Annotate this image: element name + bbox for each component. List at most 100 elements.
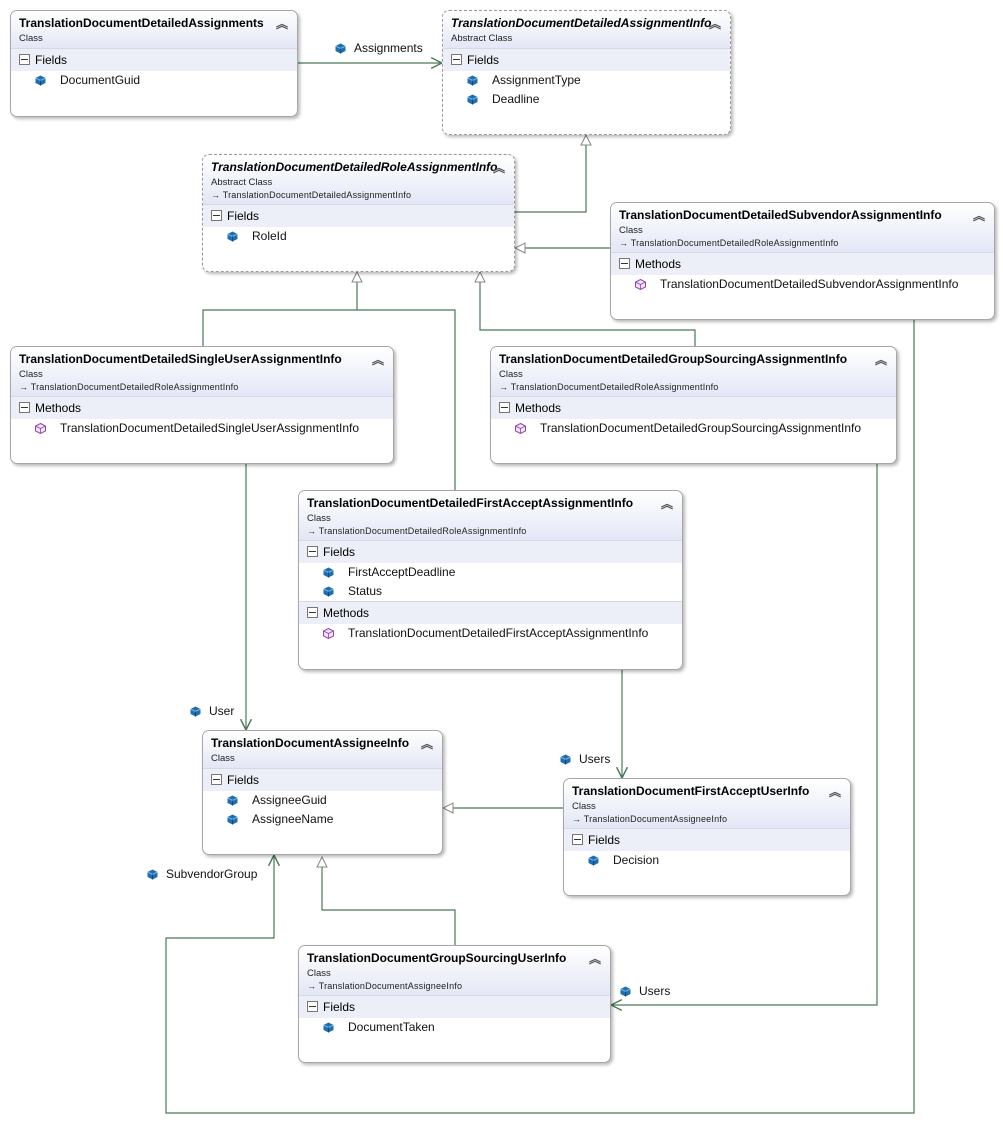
fields-section-header[interactable]: Fields xyxy=(299,540,682,563)
collapse-chevron-icon[interactable]: ︽ xyxy=(588,952,601,966)
section-title: Fields xyxy=(227,209,260,223)
class-header[interactable]: TranslationDocumentDetailedAssignmentInf… xyxy=(443,11,730,48)
class-header[interactable]: TranslationDocumentDetailedRoleAssignmen… xyxy=(203,155,514,204)
field-item[interactable]: RoleId xyxy=(203,227,514,246)
fields-section-header[interactable]: Fields xyxy=(564,828,850,851)
collapse-chevron-icon[interactable]: ︽ xyxy=(420,737,433,751)
class-box-group-sourcing-user-info[interactable]: TranslationDocumentGroupSourcingUserInfo… xyxy=(298,945,611,1063)
fields-section-header[interactable]: Fields xyxy=(203,204,514,227)
field-item[interactable]: Deadline xyxy=(443,90,730,109)
field-item[interactable]: Status xyxy=(299,582,682,601)
field-item[interactable]: AssignmentType xyxy=(443,71,730,90)
class-box-group-sourcing-assignment-info[interactable]: TranslationDocumentDetailedGroupSourcing… xyxy=(490,346,897,464)
collapse-toggle-icon[interactable] xyxy=(307,607,318,618)
association-name: Users xyxy=(639,984,671,998)
section-title: Methods xyxy=(35,401,82,415)
association-label-users-group-sourcing: Users xyxy=(620,984,670,1000)
class-box-assignment-info[interactable]: TranslationDocumentDetailedAssignmentInf… xyxy=(442,10,731,135)
class-kind: Class xyxy=(211,753,235,764)
class-name: TranslationDocumentAssigneeInfo xyxy=(211,736,410,750)
class-header[interactable]: TranslationDocumentDetailedGroupSourcing… xyxy=(491,347,896,396)
collapse-toggle-icon[interactable] xyxy=(307,1001,318,1012)
methods-section-header[interactable]: Methods xyxy=(611,252,994,275)
fields-section-header[interactable]: Fields xyxy=(443,48,730,71)
class-box-role-assignment-info[interactable]: TranslationDocumentDetailedRoleAssignmen… xyxy=(202,154,515,272)
class-box-single-user-assignment-info[interactable]: TranslationDocumentDetailedSingleUserAss… xyxy=(10,346,394,464)
class-header[interactable]: TranslationDocumentDetailedSubvendorAssi… xyxy=(611,203,994,252)
method-item[interactable]: TranslationDocumentDetailedSubvendorAssi… xyxy=(611,275,994,294)
class-header[interactable]: TranslationDocumentDetailedFirstAcceptAs… xyxy=(299,491,682,540)
inherit-group-sourcing-user-to-assignee-line xyxy=(322,857,456,945)
collapse-toggle-icon[interactable] xyxy=(19,402,30,413)
method-icon xyxy=(515,421,526,440)
class-kind: Class xyxy=(499,369,523,380)
class-kind: Class xyxy=(19,369,43,380)
class-header[interactable]: TranslationDocumentGroupSourcingUserInfo… xyxy=(299,946,610,995)
field-name: Deadline xyxy=(492,92,540,106)
field-icon xyxy=(323,565,334,584)
class-header[interactable]: TranslationDocumentAssigneeInfo Class ︽ xyxy=(203,731,442,768)
method-item[interactable]: TranslationDocumentDetailedGroupSourcing… xyxy=(491,419,896,438)
collapse-chevron-icon[interactable]: ︽ xyxy=(828,785,841,799)
field-name: DocumentGuid xyxy=(60,73,141,87)
fields-section-header[interactable]: Fields xyxy=(11,48,297,71)
collapse-chevron-icon[interactable]: ︽ xyxy=(371,353,384,367)
method-icon xyxy=(635,277,646,296)
class-header[interactable]: TranslationDocumentDetailedSingleUserAss… xyxy=(11,347,393,396)
methods-section-header[interactable]: Methods xyxy=(299,601,682,624)
class-kind: Abstract Class xyxy=(211,177,273,188)
method-item[interactable]: TranslationDocumentDetailedFirstAcceptAs… xyxy=(299,624,682,643)
method-item[interactable]: TranslationDocumentDetailedSingleUserAss… xyxy=(11,419,393,438)
method-icon xyxy=(35,421,46,440)
collapse-chevron-icon[interactable]: ︽ xyxy=(275,17,288,31)
class-header[interactable]: TranslationDocumentDetailedAssignments C… xyxy=(11,11,297,48)
field-icon xyxy=(323,1020,334,1039)
class-kind: Abstract Class xyxy=(451,33,513,44)
collapse-toggle-icon[interactable] xyxy=(619,258,630,269)
field-name: FirstAcceptDeadline xyxy=(348,565,456,579)
collapse-chevron-icon[interactable]: ︽ xyxy=(972,209,985,223)
class-box-first-accept-assignment-info[interactable]: TranslationDocumentDetailedFirstAcceptAs… xyxy=(298,490,683,670)
class-box-assignee-info[interactable]: TranslationDocumentAssigneeInfo Class ︽ … xyxy=(202,730,443,855)
fields-section-header[interactable]: Fields xyxy=(203,768,442,791)
method-icon xyxy=(323,626,334,645)
collapse-toggle-icon[interactable] xyxy=(451,54,462,65)
collapse-toggle-icon[interactable] xyxy=(211,774,222,785)
collapse-chevron-icon[interactable]: ︽ xyxy=(874,353,887,367)
class-box-subvendor-assignment-info[interactable]: TranslationDocumentDetailedSubvendorAssi… xyxy=(610,202,995,320)
field-item[interactable]: AssigneeGuid xyxy=(203,791,442,810)
collapse-chevron-icon[interactable]: ︽ xyxy=(492,161,505,175)
fields-section-header[interactable]: Fields xyxy=(299,995,610,1018)
methods-section-header[interactable]: Methods xyxy=(491,396,896,419)
section-title: Fields xyxy=(35,53,68,67)
field-icon xyxy=(227,229,238,248)
collapse-toggle-icon[interactable] xyxy=(19,54,30,65)
field-item[interactable]: DocumentGuid xyxy=(11,71,297,90)
section-title: Fields xyxy=(467,53,500,67)
methods-section-header[interactable]: Methods xyxy=(11,396,393,419)
class-box-first-accept-user-info[interactable]: TranslationDocumentFirstAcceptUserInfo C… xyxy=(563,778,851,896)
section-title: Methods xyxy=(323,606,370,620)
inherit-group-sourcing-to-role-line xyxy=(480,272,696,346)
collapse-toggle-icon[interactable] xyxy=(499,402,510,413)
field-name: Status xyxy=(348,584,383,598)
base-class-ref: → TranslationDocumentDetailedRoleAssignm… xyxy=(499,382,719,392)
collapse-toggle-icon[interactable] xyxy=(307,546,318,557)
base-class-ref: → TranslationDocumentDetailedAssignmentI… xyxy=(211,190,412,200)
field-item[interactable]: Decision xyxy=(564,851,850,870)
collapse-toggle-icon[interactable] xyxy=(572,834,583,845)
class-box-detailed-assignments[interactable]: TranslationDocumentDetailedAssignments C… xyxy=(10,10,298,117)
collapse-toggle-icon[interactable] xyxy=(211,210,222,221)
field-item[interactable]: AssigneeName xyxy=(203,810,442,829)
field-icon xyxy=(335,43,346,57)
association-label-assignments: Assignments xyxy=(335,41,423,57)
field-icon xyxy=(227,793,238,812)
collapse-chevron-icon[interactable]: ︽ xyxy=(660,497,673,511)
class-header[interactable]: TranslationDocumentFirstAcceptUserInfo C… xyxy=(564,779,850,828)
section-title: Fields xyxy=(323,545,356,559)
class-kind: Class xyxy=(619,225,643,236)
field-item[interactable]: FirstAcceptDeadline xyxy=(299,563,682,582)
field-item[interactable]: DocumentTaken xyxy=(299,1018,610,1037)
collapse-chevron-icon[interactable]: ︽ xyxy=(708,17,721,31)
